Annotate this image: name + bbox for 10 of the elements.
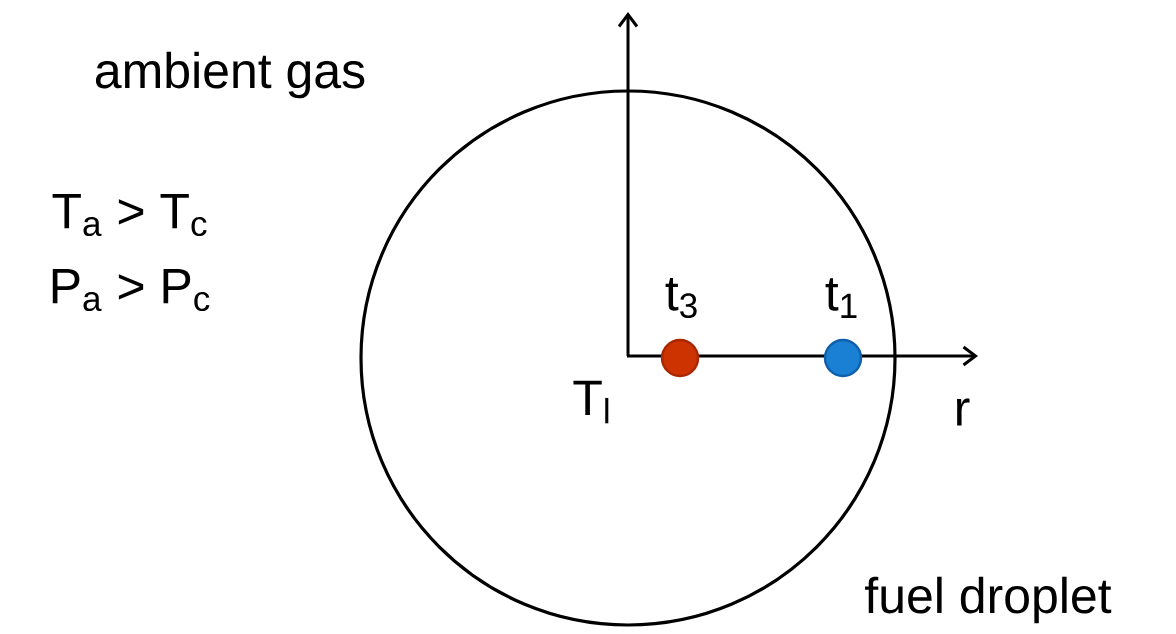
text-label: T$_{a}$ > T$_{c}$ xyxy=(52,193,207,237)
node-label: fuel droplet xyxy=(865,576,1112,624)
marker-dot xyxy=(660,338,700,378)
marker-dot xyxy=(823,338,863,378)
text-label: r xyxy=(957,398,970,426)
text-label: P$_{a}$ > P$_{c}$ xyxy=(52,268,210,312)
time-label: t$_{1}$ xyxy=(825,278,857,318)
text-label: ambient gas xyxy=(95,51,365,99)
time-label: t$_{3}$ xyxy=(665,277,697,319)
text-label: T$_{l}$ xyxy=(573,380,609,424)
